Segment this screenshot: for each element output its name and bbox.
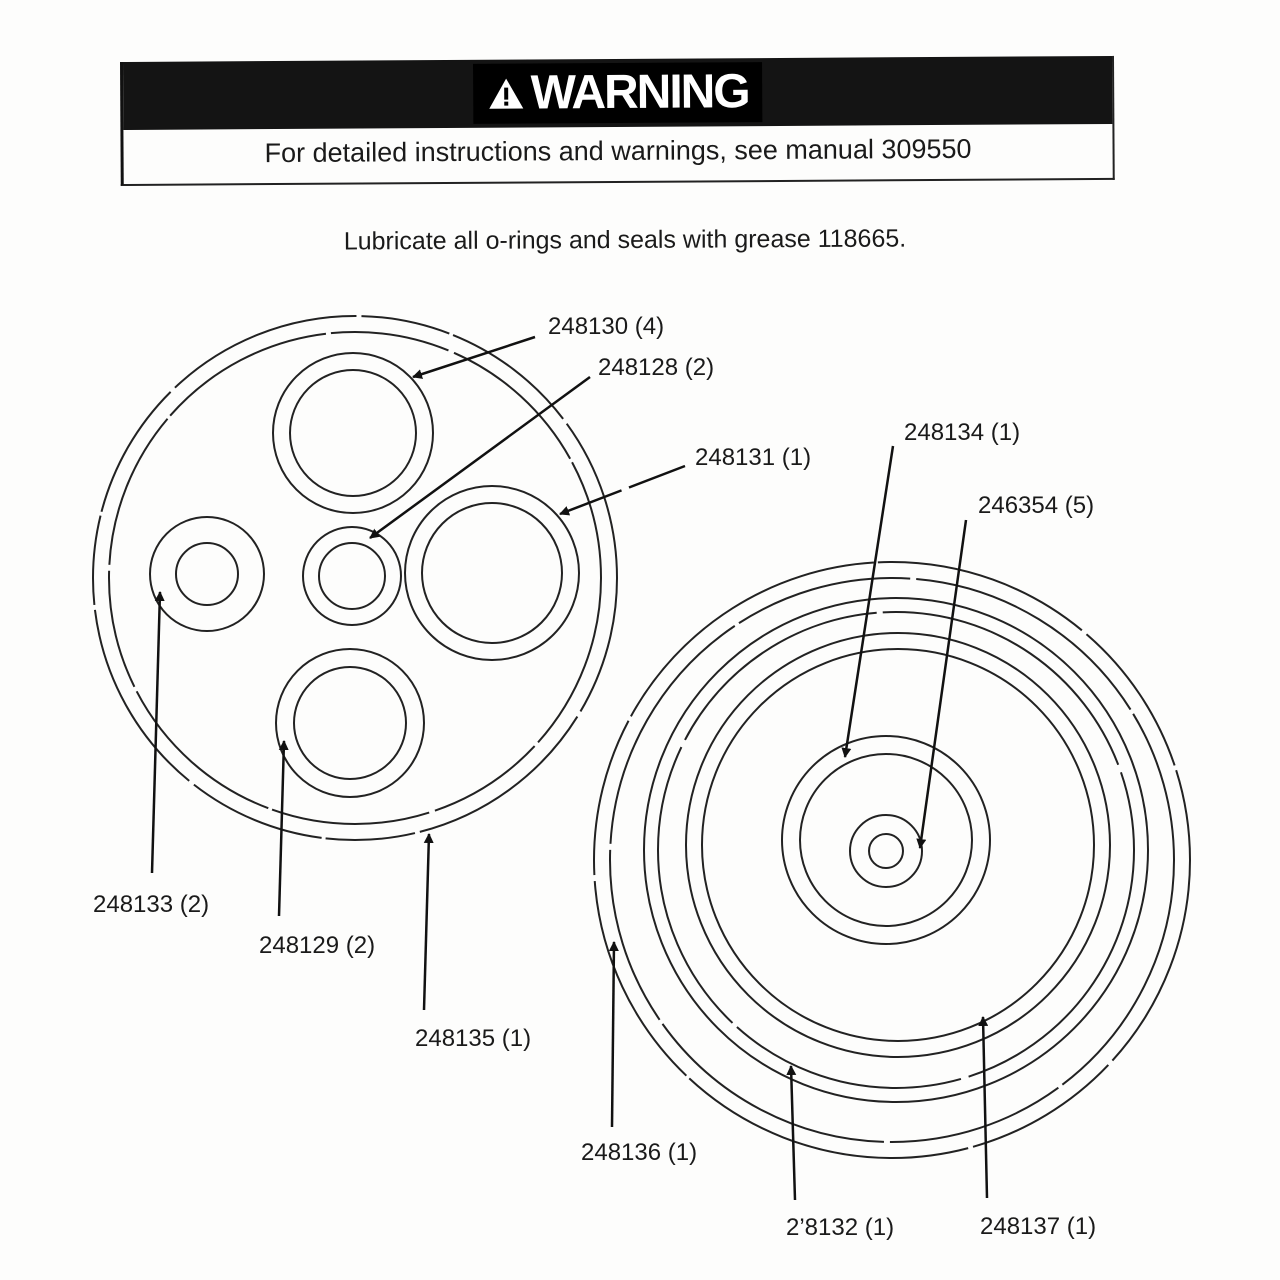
label-248131: 248131 (1)	[695, 444, 811, 471]
leader-248137	[978, 1016, 989, 1199]
ring-248131-outer	[404, 485, 580, 661]
ring-246354-outer	[849, 814, 923, 888]
warning-band: WARNING	[122, 55, 1113, 130]
leader-248131	[559, 464, 686, 516]
ring-248134-outer	[781, 735, 991, 945]
ring-248135-inner	[108, 331, 602, 825]
leader-248132	[786, 1065, 797, 1201]
ring-248132-outer	[643, 597, 1149, 1103]
label-248130: 248130 (4)	[548, 313, 664, 340]
ring-248128-outer	[302, 526, 402, 626]
ring-248129-outer	[275, 648, 425, 798]
label-248137: 248137 (1)	[980, 1213, 1096, 1240]
ring-248130-outer	[272, 352, 434, 514]
label-248132: 2’8132 (1)	[786, 1214, 894, 1241]
ring-248136-outer	[593, 561, 1191, 1159]
ring-246354-inner	[868, 833, 904, 869]
label-248135: 248135 (1)	[415, 1025, 531, 1052]
ring-248131-inner	[421, 502, 563, 644]
ring-248129-inner	[293, 666, 407, 780]
warning-triangle-icon	[488, 78, 523, 109]
leader-248133	[150, 591, 165, 874]
warning-box: WARNING For detailed instructions and wa…	[120, 55, 1115, 186]
warning-title-wrap: WARNING	[472, 62, 763, 124]
leader-248135	[422, 833, 434, 1011]
ring-248137-outer	[685, 632, 1111, 1058]
label-248129: 248129 (2)	[259, 932, 375, 959]
leader-248136	[608, 941, 619, 1128]
label-246354: 246354 (5)	[978, 492, 1094, 519]
leader-248130	[412, 335, 536, 379]
ring-248133-outer	[149, 516, 265, 632]
leader-lines	[150, 335, 989, 1201]
leader-248129	[277, 740, 289, 917]
label-248133: 248133 (2)	[93, 891, 209, 918]
label-248128: 248128 (2)	[598, 354, 714, 381]
ring-248130-inner	[289, 369, 417, 497]
label-248136: 248136 (1)	[581, 1139, 697, 1166]
label-248134: 248134 (1)	[904, 419, 1020, 446]
part-labels: 248130 (4) 248128 (2) 248131 (1) 248134 …	[93, 313, 1096, 1241]
leader-246354	[916, 519, 968, 849]
ring-248135-outer	[92, 315, 618, 841]
left-seal-group	[92, 315, 618, 841]
ring-248136-inner	[609, 577, 1175, 1143]
ring-248132-inner	[657, 611, 1135, 1089]
ring-248134-inner	[799, 753, 973, 927]
ring-248128-inner	[318, 542, 386, 610]
leader-248134	[841, 445, 895, 758]
ring-248137-inner	[701, 648, 1095, 1042]
leader-248128	[369, 375, 591, 540]
ring-248133-inner	[175, 542, 239, 606]
right-seal-group	[593, 561, 1191, 1159]
